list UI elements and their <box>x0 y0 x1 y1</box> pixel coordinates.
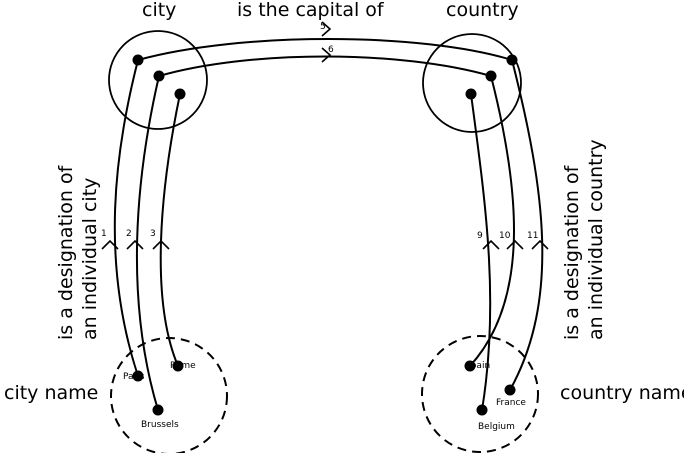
country-designation-link-10 <box>469 75 515 367</box>
country-name-label: country name <box>560 382 684 404</box>
country-name-instances-circle <box>421 335 539 453</box>
city-designation-link-2 <box>135 75 160 411</box>
city-dot-a <box>132 54 144 66</box>
france-dot <box>504 384 516 396</box>
country-heading: country <box>446 0 519 21</box>
arrow-3-icon <box>152 239 170 250</box>
rome-label: Rome <box>170 361 196 371</box>
country-designation-link-11 <box>509 59 544 391</box>
arrow-11-icon <box>531 239 549 250</box>
paris-dot <box>132 370 144 382</box>
country-designation-link-9 <box>470 93 492 411</box>
city-designation-label: is a designation of an individual city <box>55 164 101 340</box>
arrow-6-icon <box>321 47 332 63</box>
country-dot-c <box>465 88 477 100</box>
country-concept-circle <box>422 33 522 133</box>
country-dot-a <box>506 54 518 66</box>
city-designation-line1: is a designation of <box>55 164 77 340</box>
france-label: France <box>496 398 526 408</box>
spain-label: Spain <box>465 361 490 371</box>
arrow-5-icon <box>321 21 332 37</box>
country-designation-label: is a designation of an individual countr… <box>561 139 607 340</box>
spain-dot <box>464 360 476 372</box>
city-name-label: city name <box>4 382 98 404</box>
city-dot-c <box>174 88 186 100</box>
city-heading: city <box>142 0 176 21</box>
brussels-label: Brussels <box>141 420 179 430</box>
city-name-instances-circle <box>110 337 228 453</box>
capital-relation-heading: is the capital of <box>237 0 385 21</box>
country-dot-b <box>485 70 497 82</box>
rome-dot <box>172 360 184 372</box>
arrow-number-2: 2 <box>126 229 132 239</box>
belgium-label: Belgium <box>478 422 515 432</box>
capital-link-6 <box>158 55 492 77</box>
arrow-9-icon <box>482 239 500 250</box>
capital-link-5 <box>137 38 513 61</box>
arrow-number-1: 1 <box>101 229 107 239</box>
arrow-10-icon <box>506 239 524 250</box>
brussels-dot <box>152 404 164 416</box>
paris-label: Paris <box>123 372 145 382</box>
arrow-2-icon <box>126 239 144 250</box>
city-dot-b <box>153 70 165 82</box>
arrow-number-10: 10 <box>499 231 511 241</box>
arrow-number-6: 6 <box>328 45 334 55</box>
arrow-number-5: 5 <box>320 22 326 32</box>
city-concept-circle <box>108 30 208 130</box>
city-designation-link-3 <box>159 93 181 367</box>
city-designation-link-1 <box>113 59 139 377</box>
arrow-number-3: 3 <box>150 229 156 239</box>
arrow-number-11: 11 <box>527 231 538 241</box>
country-designation-line2: an individual country <box>585 139 607 340</box>
arrow-1-icon <box>101 239 119 250</box>
country-designation-line1: is a designation of <box>561 164 583 340</box>
belgium-dot <box>476 404 488 416</box>
arrow-number-9: 9 <box>477 231 483 241</box>
city-designation-line2: an individual city <box>79 178 101 340</box>
